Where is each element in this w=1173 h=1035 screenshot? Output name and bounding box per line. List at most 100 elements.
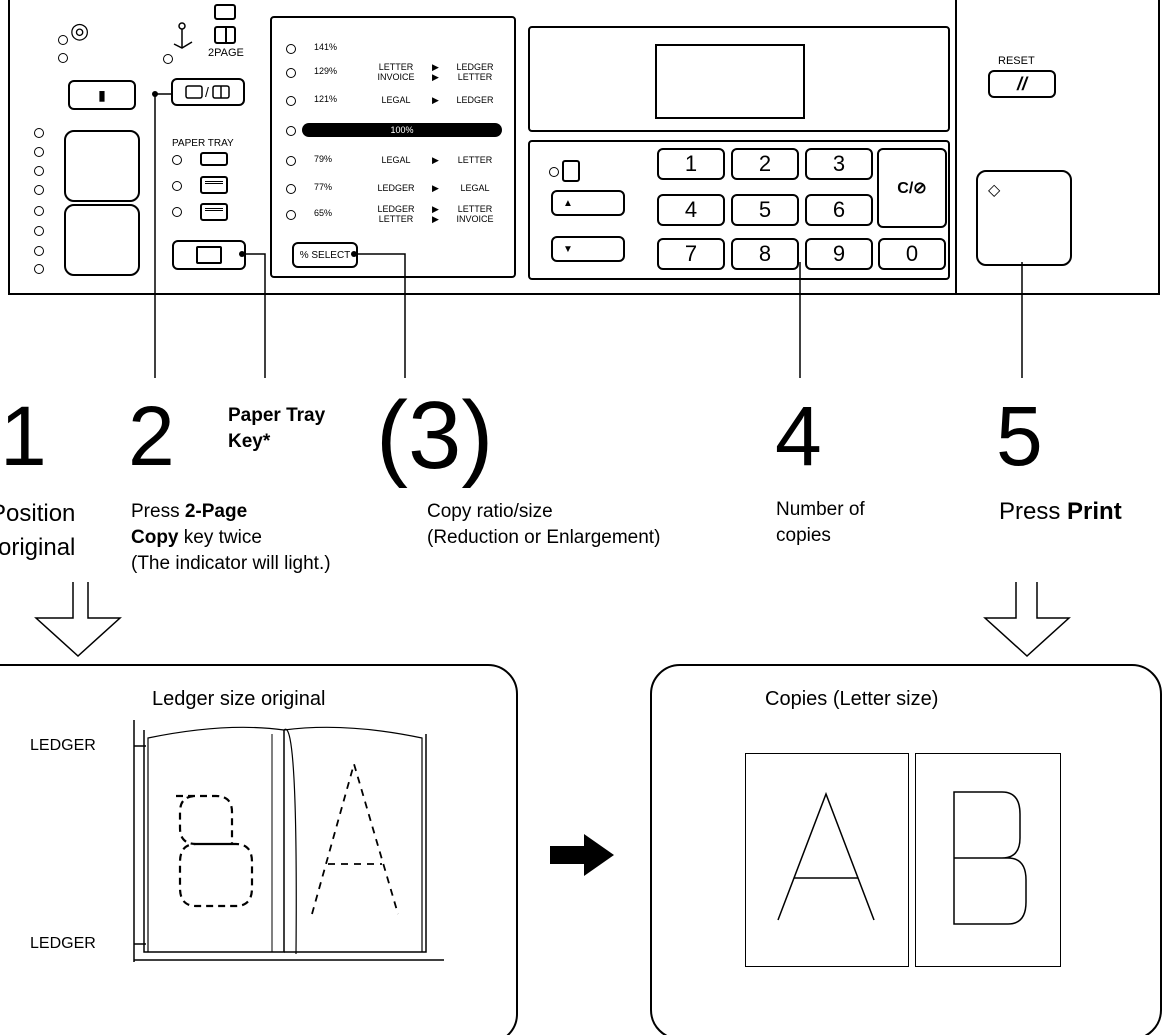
paper-tray-button[interactable] <box>172 240 246 270</box>
ratio-led <box>286 184 296 194</box>
leader-lines <box>152 91 1023 378</box>
tray-led-2 <box>172 181 182 191</box>
ratio-percent: 77% <box>314 182 333 192</box>
ratio-to: LETTER <box>457 155 493 165</box>
keypad-5-button[interactable]: 5 <box>731 194 799 226</box>
ledger-label-bottom: LEDGER <box>30 935 96 952</box>
ratio-arrow: ▶ ▶ <box>432 62 439 82</box>
print-start-button[interactable]: ◇ <box>976 170 1072 266</box>
density-led-8 <box>34 264 44 274</box>
ratio-percent: 141% <box>314 42 338 52</box>
reset-label: RESET <box>998 55 1035 67</box>
step-2-line2: Copy key twice <box>131 526 262 549</box>
start-icon: ◇ <box>988 182 1001 199</box>
density-led-4 <box>34 185 44 195</box>
memory-icon <box>562 160 580 182</box>
step-3-number: (3) <box>376 382 494 489</box>
percent-select-button[interactable]: % SELECT <box>292 242 358 268</box>
up-arrow-button[interactable]: ▲ <box>551 190 625 216</box>
density-up-button[interactable] <box>64 130 140 202</box>
step-2-line1: Press 2-Page <box>131 500 247 523</box>
ratio-led <box>286 68 296 78</box>
keypad-0-button[interactable]: 0 <box>878 238 946 270</box>
ratio-percent: 129% <box>314 66 338 76</box>
paper-tray-key-line2: Key* <box>228 431 271 452</box>
original-position-button[interactable]: ▮ <box>68 80 136 110</box>
ratio-arrow: ▶ <box>432 95 439 105</box>
down-arrow-button[interactable]: ▼ <box>551 236 625 262</box>
keypad-3-button[interactable]: 3 <box>805 148 873 180</box>
density-down-button[interactable] <box>64 204 140 276</box>
step-2-number: 2 <box>128 389 175 483</box>
step-1-line1: Position <box>0 500 76 527</box>
step-2-post: key twice <box>178 527 262 548</box>
ratio-from: LETTER INVOICE <box>377 62 415 82</box>
ratio-to: LEDGER LETTER <box>456 62 494 82</box>
ratio-led <box>286 156 296 166</box>
ratio-percent: 121% <box>314 94 338 104</box>
step-3-line2: (Reduction or Enlargement) <box>427 527 661 548</box>
step-5-pre: Press <box>999 498 1068 525</box>
ratio-led <box>286 210 296 220</box>
density-led-6 <box>34 226 44 236</box>
keypad-6-button[interactable]: 6 <box>805 194 873 226</box>
step-4-line2: copies <box>776 525 831 546</box>
step-2-line3: (The indicator will light.) <box>131 553 331 574</box>
keypad-frame <box>528 140 950 280</box>
single-page-icon <box>214 4 236 20</box>
copy-sheet-a <box>745 753 909 967</box>
ratio-from: LEGAL <box>381 95 411 105</box>
ledger-label-top: LEDGER <box>30 737 96 754</box>
open-book-original <box>133 720 444 962</box>
original-icon: ◎ <box>70 18 90 43</box>
keypad-1-button[interactable]: 1 <box>657 148 725 180</box>
paper-tray-label: PAPER TRAY <box>172 138 234 149</box>
step-3-line1: Copy ratio/size <box>427 501 553 522</box>
svg-text:/: / <box>205 84 209 100</box>
step-4-number: 4 <box>775 389 822 483</box>
keypad-8-button[interactable]: 8 <box>731 238 799 270</box>
panel-divider <box>955 0 957 295</box>
tray-led-1 <box>172 155 182 165</box>
density-led-2 <box>34 147 44 157</box>
step-4-line1: Number of <box>776 499 865 520</box>
clear-stop-button[interactable]: C/⊘ <box>877 148 947 228</box>
copies-box <box>650 664 1162 1035</box>
ratio-to: LETTER INVOICE <box>456 204 494 224</box>
density-led-1 <box>34 128 44 138</box>
reset-button[interactable]: // <box>988 70 1056 98</box>
tray-led-3 <box>172 207 182 217</box>
keypad-7-button[interactable]: 7 <box>657 238 725 270</box>
ratio-to: LEGAL <box>460 183 490 193</box>
display-frame <box>528 26 950 132</box>
keypad-2-button[interactable]: 2 <box>731 148 799 180</box>
tray-icon <box>196 246 222 264</box>
ratio-from: LEDGER LETTER <box>377 204 415 224</box>
density-led-7 <box>34 246 44 256</box>
step-2-pre: Press <box>131 501 185 522</box>
original-box-title: Ledger size original <box>152 688 326 710</box>
original-box <box>0 664 518 1035</box>
copies-box-title: Copies (Letter size) <box>765 688 939 710</box>
step-1-number: 1 <box>0 389 47 483</box>
ratio-from: LEGAL <box>381 155 411 165</box>
ratio-arrow: ▶ <box>432 155 439 165</box>
paper-tray-key-line1: Paper Tray <box>228 405 326 426</box>
2page-led <box>163 54 173 64</box>
tray-2-icon <box>200 203 228 221</box>
step-5-number: 5 <box>996 389 1043 483</box>
tray-1-icon <box>200 176 228 194</box>
ratio-percent: 65% <box>314 208 333 218</box>
keypad-9-button[interactable]: 9 <box>805 238 873 270</box>
keypad-4-button[interactable]: 4 <box>657 194 725 226</box>
copy-sheet-b <box>915 753 1061 967</box>
2page-copy-button[interactable]: / <box>171 78 245 106</box>
result-arrow <box>550 834 614 876</box>
down-arrow-right <box>983 582 1071 658</box>
step-2-bold2: Copy <box>131 527 179 548</box>
dashed-b <box>176 794 254 908</box>
step-1-line2: original <box>0 534 76 561</box>
original-led-2 <box>58 53 68 63</box>
ratio-100-bar: 100% <box>302 123 502 137</box>
step-5-line1: Press Print <box>999 498 1122 525</box>
